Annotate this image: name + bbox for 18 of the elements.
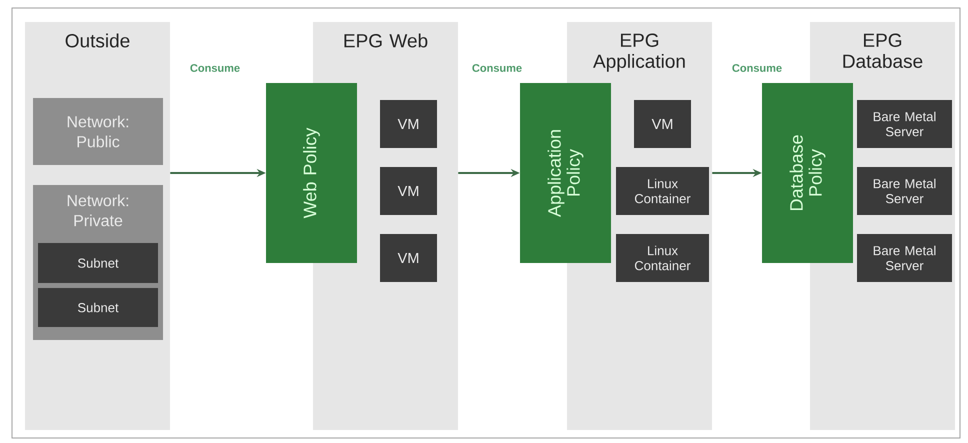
contract-label: Consume bbox=[190, 64, 240, 72]
resource-box: Bare Metal Server bbox=[857, 167, 952, 215]
resource-box: VM bbox=[380, 100, 437, 148]
policy-box: Web Policy bbox=[266, 83, 357, 263]
resource-box: Linux Container bbox=[616, 167, 709, 215]
resource-box: Bare Metal Server bbox=[857, 100, 952, 148]
policy-box: Application Policy bbox=[520, 83, 611, 263]
resource-box: VM bbox=[380, 234, 437, 282]
contract-label: Consume bbox=[732, 64, 782, 72]
resource-box: Subnet bbox=[38, 243, 158, 283]
resource-box: Linux Container bbox=[616, 234, 709, 282]
network-box: Network: Public bbox=[33, 98, 164, 165]
resource-box: Bare Metal Server bbox=[857, 234, 952, 282]
contract-label: Consume bbox=[472, 64, 522, 72]
resource-box: VM bbox=[634, 100, 691, 148]
resource-box: Subnet bbox=[38, 288, 158, 327]
policy-box: Database Policy bbox=[762, 83, 853, 263]
resource-box: VM bbox=[380, 167, 437, 215]
